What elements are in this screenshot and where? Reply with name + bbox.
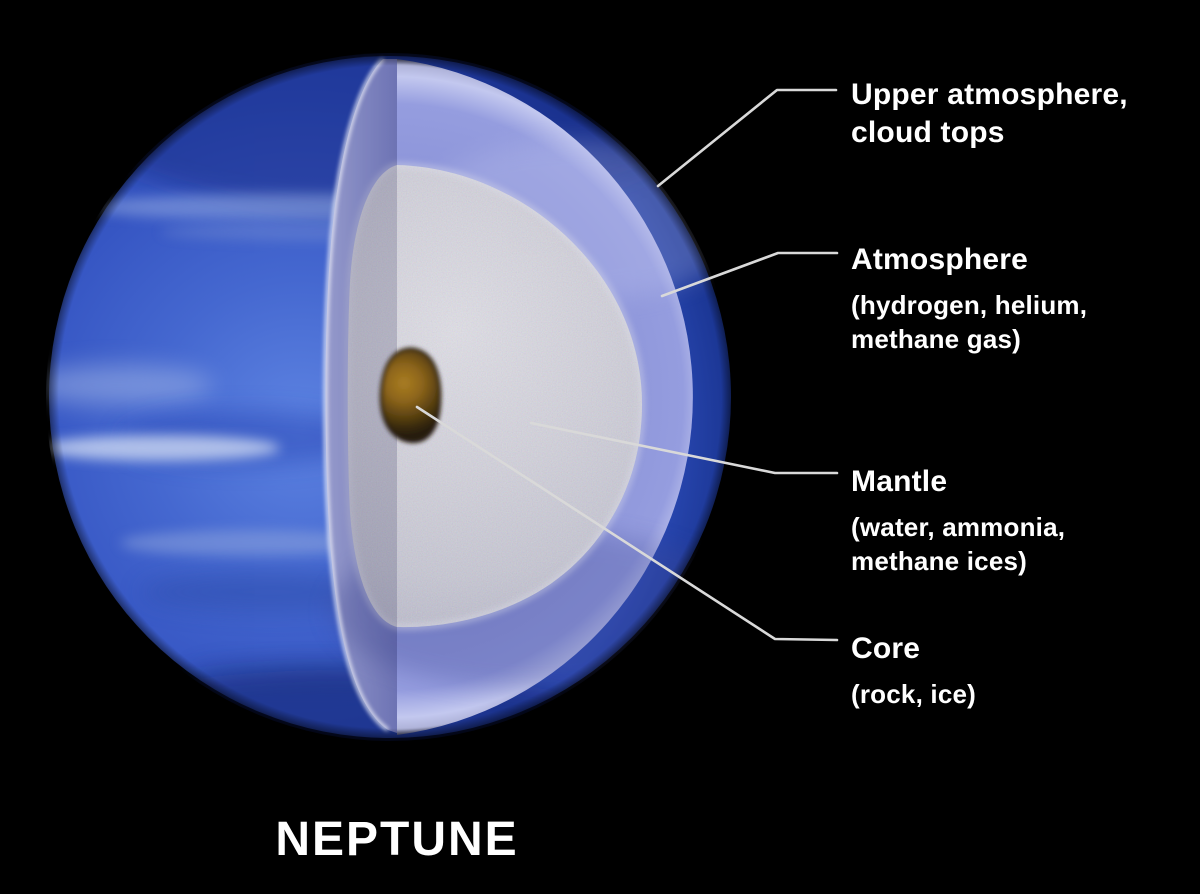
label-upper-atmosphere: Upper atmosphere, cloud tops [851,76,1128,152]
planet-title: NEPTUNE [275,813,519,866]
label-atmosphere-title: Atmosphere [851,243,1029,276]
leader-lines [415,88,839,642]
leader-line-core [415,405,839,642]
label-upper-atmosphere-line1: Upper atmosphere, [851,78,1128,111]
label-mantle-detail2: methane ices) [851,546,1028,576]
label-core: Core (rock, ice) [851,630,976,711]
label-atmosphere-detail2: methane gas) [851,324,1022,354]
label-atmosphere-detail1: (hydrogen, helium, [851,290,1088,320]
planet-edge-glow [30,37,750,757]
label-mantle: Mantle (water, ammonia, methane ices) [851,463,1065,578]
label-mantle-title: Mantle [851,465,948,498]
label-upper-atmosphere-line2: cloud tops [851,116,1005,149]
leader-line-mantle [529,421,839,475]
leader-line-atmosphere [660,251,839,298]
leader-line-upper-atmosphere [656,88,838,188]
label-mantle-detail1: (water, ammonia, [851,512,1066,542]
label-core-title: Core [851,632,921,665]
label-core-detail1: (rock, ice) [851,679,977,709]
label-atmosphere: Atmosphere (hydrogen, helium, methane ga… [851,241,1087,356]
